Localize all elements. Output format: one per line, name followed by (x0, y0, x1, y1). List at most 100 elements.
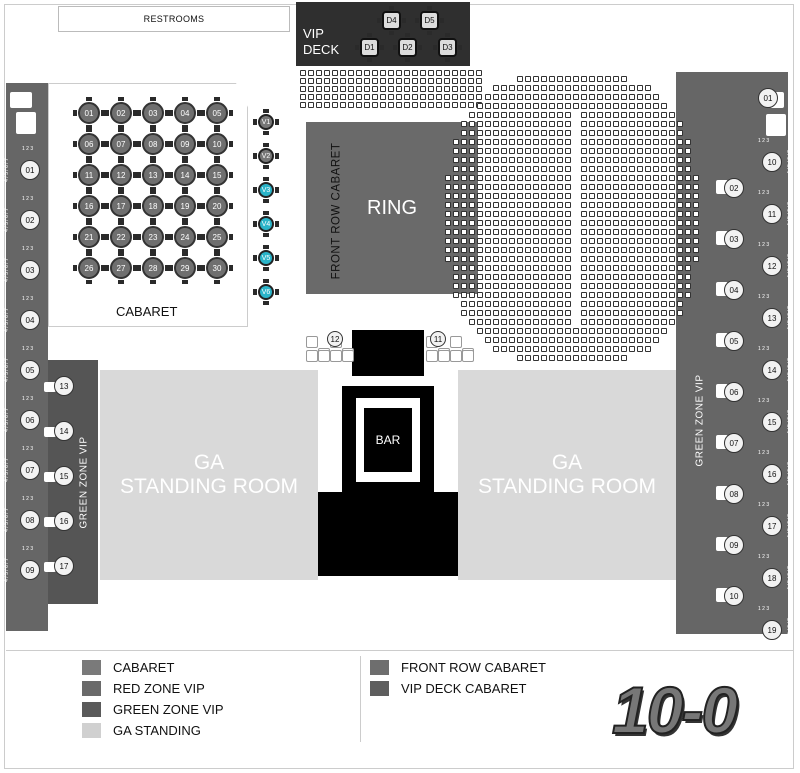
curved-seat[interactable] (685, 274, 691, 280)
curved-seat[interactable] (637, 193, 643, 199)
curved-seat[interactable] (629, 148, 635, 154)
curved-seat[interactable] (637, 256, 643, 262)
curved-seat[interactable] (621, 319, 627, 325)
curved-seat[interactable] (509, 220, 515, 226)
curved-seat[interactable] (525, 229, 531, 235)
bar-stool[interactable] (462, 350, 474, 362)
curved-seat[interactable] (541, 283, 547, 289)
curved-seat[interactable] (565, 166, 571, 172)
curved-seat[interactable] (661, 256, 667, 262)
ringside-seat[interactable] (316, 102, 322, 108)
curved-seat[interactable] (453, 247, 459, 253)
curved-seat[interactable] (525, 319, 531, 325)
cabaret-table-05[interactable]: 05 (206, 102, 228, 124)
curved-seat[interactable] (693, 220, 699, 226)
curved-seat[interactable] (669, 112, 675, 118)
curved-seat[interactable] (557, 193, 563, 199)
curved-seat[interactable] (597, 121, 603, 127)
curved-seat[interactable] (645, 238, 651, 244)
curved-seat[interactable] (589, 139, 595, 145)
curved-seat[interactable] (509, 94, 515, 100)
curved-seat[interactable] (533, 256, 539, 262)
curved-seat[interactable] (613, 76, 619, 82)
cabaret-table-15[interactable]: 15 (206, 164, 228, 186)
curved-seat[interactable] (509, 184, 515, 190)
curved-seat[interactable] (509, 139, 515, 145)
curved-seat[interactable] (645, 175, 651, 181)
curved-seat[interactable] (653, 292, 659, 298)
curved-seat[interactable] (509, 112, 515, 118)
curved-seat[interactable] (597, 265, 603, 271)
curved-seat[interactable] (445, 184, 451, 190)
ringside-seat[interactable] (348, 86, 354, 92)
curved-seat[interactable] (637, 220, 643, 226)
ringside-seat[interactable] (420, 70, 426, 76)
curved-seat[interactable] (549, 274, 555, 280)
curved-seat[interactable] (605, 355, 611, 361)
curved-seat[interactable] (653, 202, 659, 208)
curved-seat[interactable] (509, 148, 515, 154)
curved-seat[interactable] (637, 175, 643, 181)
curved-seat[interactable] (597, 103, 603, 109)
curved-seat[interactable] (477, 121, 483, 127)
curved-seat[interactable] (557, 85, 563, 91)
curved-seat[interactable] (445, 229, 451, 235)
curved-seat[interactable] (525, 121, 531, 127)
curved-seat[interactable] (525, 256, 531, 262)
curved-seat[interactable] (557, 103, 563, 109)
curved-seat[interactable] (509, 319, 515, 325)
ringside-seat[interactable] (460, 78, 466, 84)
curved-seat[interactable] (637, 184, 643, 190)
curved-seat[interactable] (653, 157, 659, 163)
curved-seat[interactable] (589, 220, 595, 226)
curved-seat[interactable] (509, 166, 515, 172)
curved-seat[interactable] (613, 139, 619, 145)
curved-seat[interactable] (525, 328, 531, 334)
curved-seat[interactable] (637, 319, 643, 325)
curved-seat[interactable] (485, 166, 491, 172)
curved-seat[interactable] (485, 157, 491, 163)
ringside-seat[interactable] (348, 94, 354, 100)
curved-seat[interactable] (621, 175, 627, 181)
curved-seat[interactable] (533, 337, 539, 343)
ringside-seat[interactable] (332, 78, 338, 84)
curved-seat[interactable] (621, 256, 627, 262)
ringside-seat[interactable] (436, 70, 442, 76)
curved-seat[interactable] (589, 328, 595, 334)
curved-seat[interactable] (589, 211, 595, 217)
curved-seat[interactable] (485, 202, 491, 208)
curved-seat[interactable] (517, 292, 523, 298)
curved-seat[interactable] (669, 211, 675, 217)
curved-seat[interactable] (565, 76, 571, 82)
curved-seat[interactable] (613, 157, 619, 163)
curved-seat[interactable] (517, 247, 523, 253)
curved-seat[interactable] (589, 292, 595, 298)
curved-seat[interactable] (541, 148, 547, 154)
curved-seat[interactable] (677, 301, 683, 307)
curved-seat[interactable] (461, 148, 467, 154)
curved-seat[interactable] (661, 139, 667, 145)
curved-seat[interactable] (605, 76, 611, 82)
curved-seat[interactable] (493, 193, 499, 199)
curved-seat[interactable] (501, 85, 507, 91)
curved-seat[interactable] (445, 211, 451, 217)
curved-seat[interactable] (485, 112, 491, 118)
curved-seat[interactable] (629, 337, 635, 343)
curved-seat[interactable] (517, 94, 523, 100)
right-inner-table-13[interactable]: 13 (762, 308, 782, 328)
curved-seat[interactable] (693, 202, 699, 208)
curved-seat[interactable] (557, 229, 563, 235)
curved-seat[interactable] (565, 346, 571, 352)
curved-seat[interactable] (525, 157, 531, 163)
curved-seat[interactable] (661, 175, 667, 181)
cabaret-table-28[interactable]: 28 (142, 257, 164, 279)
curved-seat[interactable] (621, 76, 627, 82)
curved-seat[interactable] (453, 193, 459, 199)
curved-seat[interactable] (501, 130, 507, 136)
curved-seat[interactable] (605, 301, 611, 307)
curved-seat[interactable] (565, 319, 571, 325)
curved-seat[interactable] (645, 184, 651, 190)
bar-stool[interactable] (306, 336, 318, 348)
curved-seat[interactable] (525, 184, 531, 190)
curved-seat[interactable] (541, 76, 547, 82)
